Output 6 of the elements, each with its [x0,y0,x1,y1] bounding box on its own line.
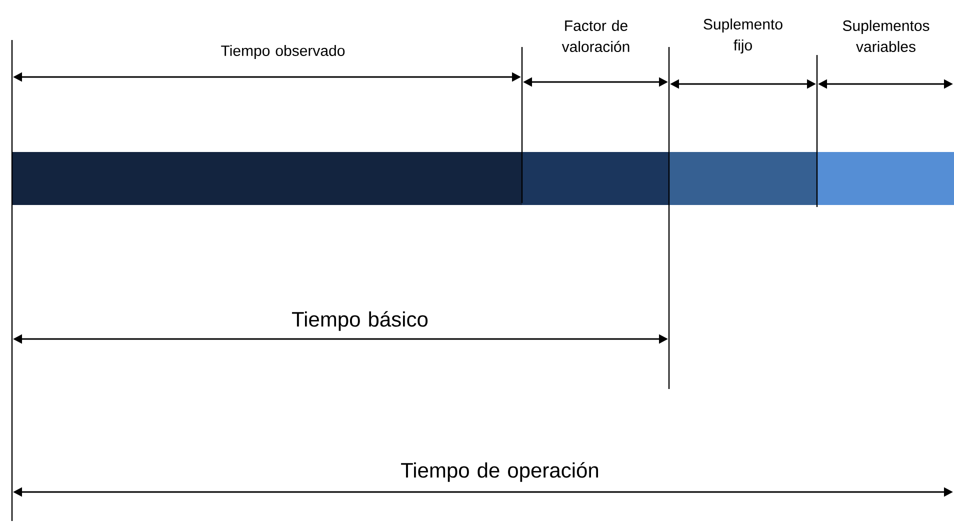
dimension-label: Suplemento fijo [704,18,782,54]
dimension-label: Tiempo básico [292,311,428,331]
dimension-label: Factor de valoración [562,20,630,52]
dimension-label: Tiempo de operación [401,462,598,482]
dimension-label: Tiempo observado [221,45,345,59]
dimension-label: Suplementos variables [842,20,930,52]
